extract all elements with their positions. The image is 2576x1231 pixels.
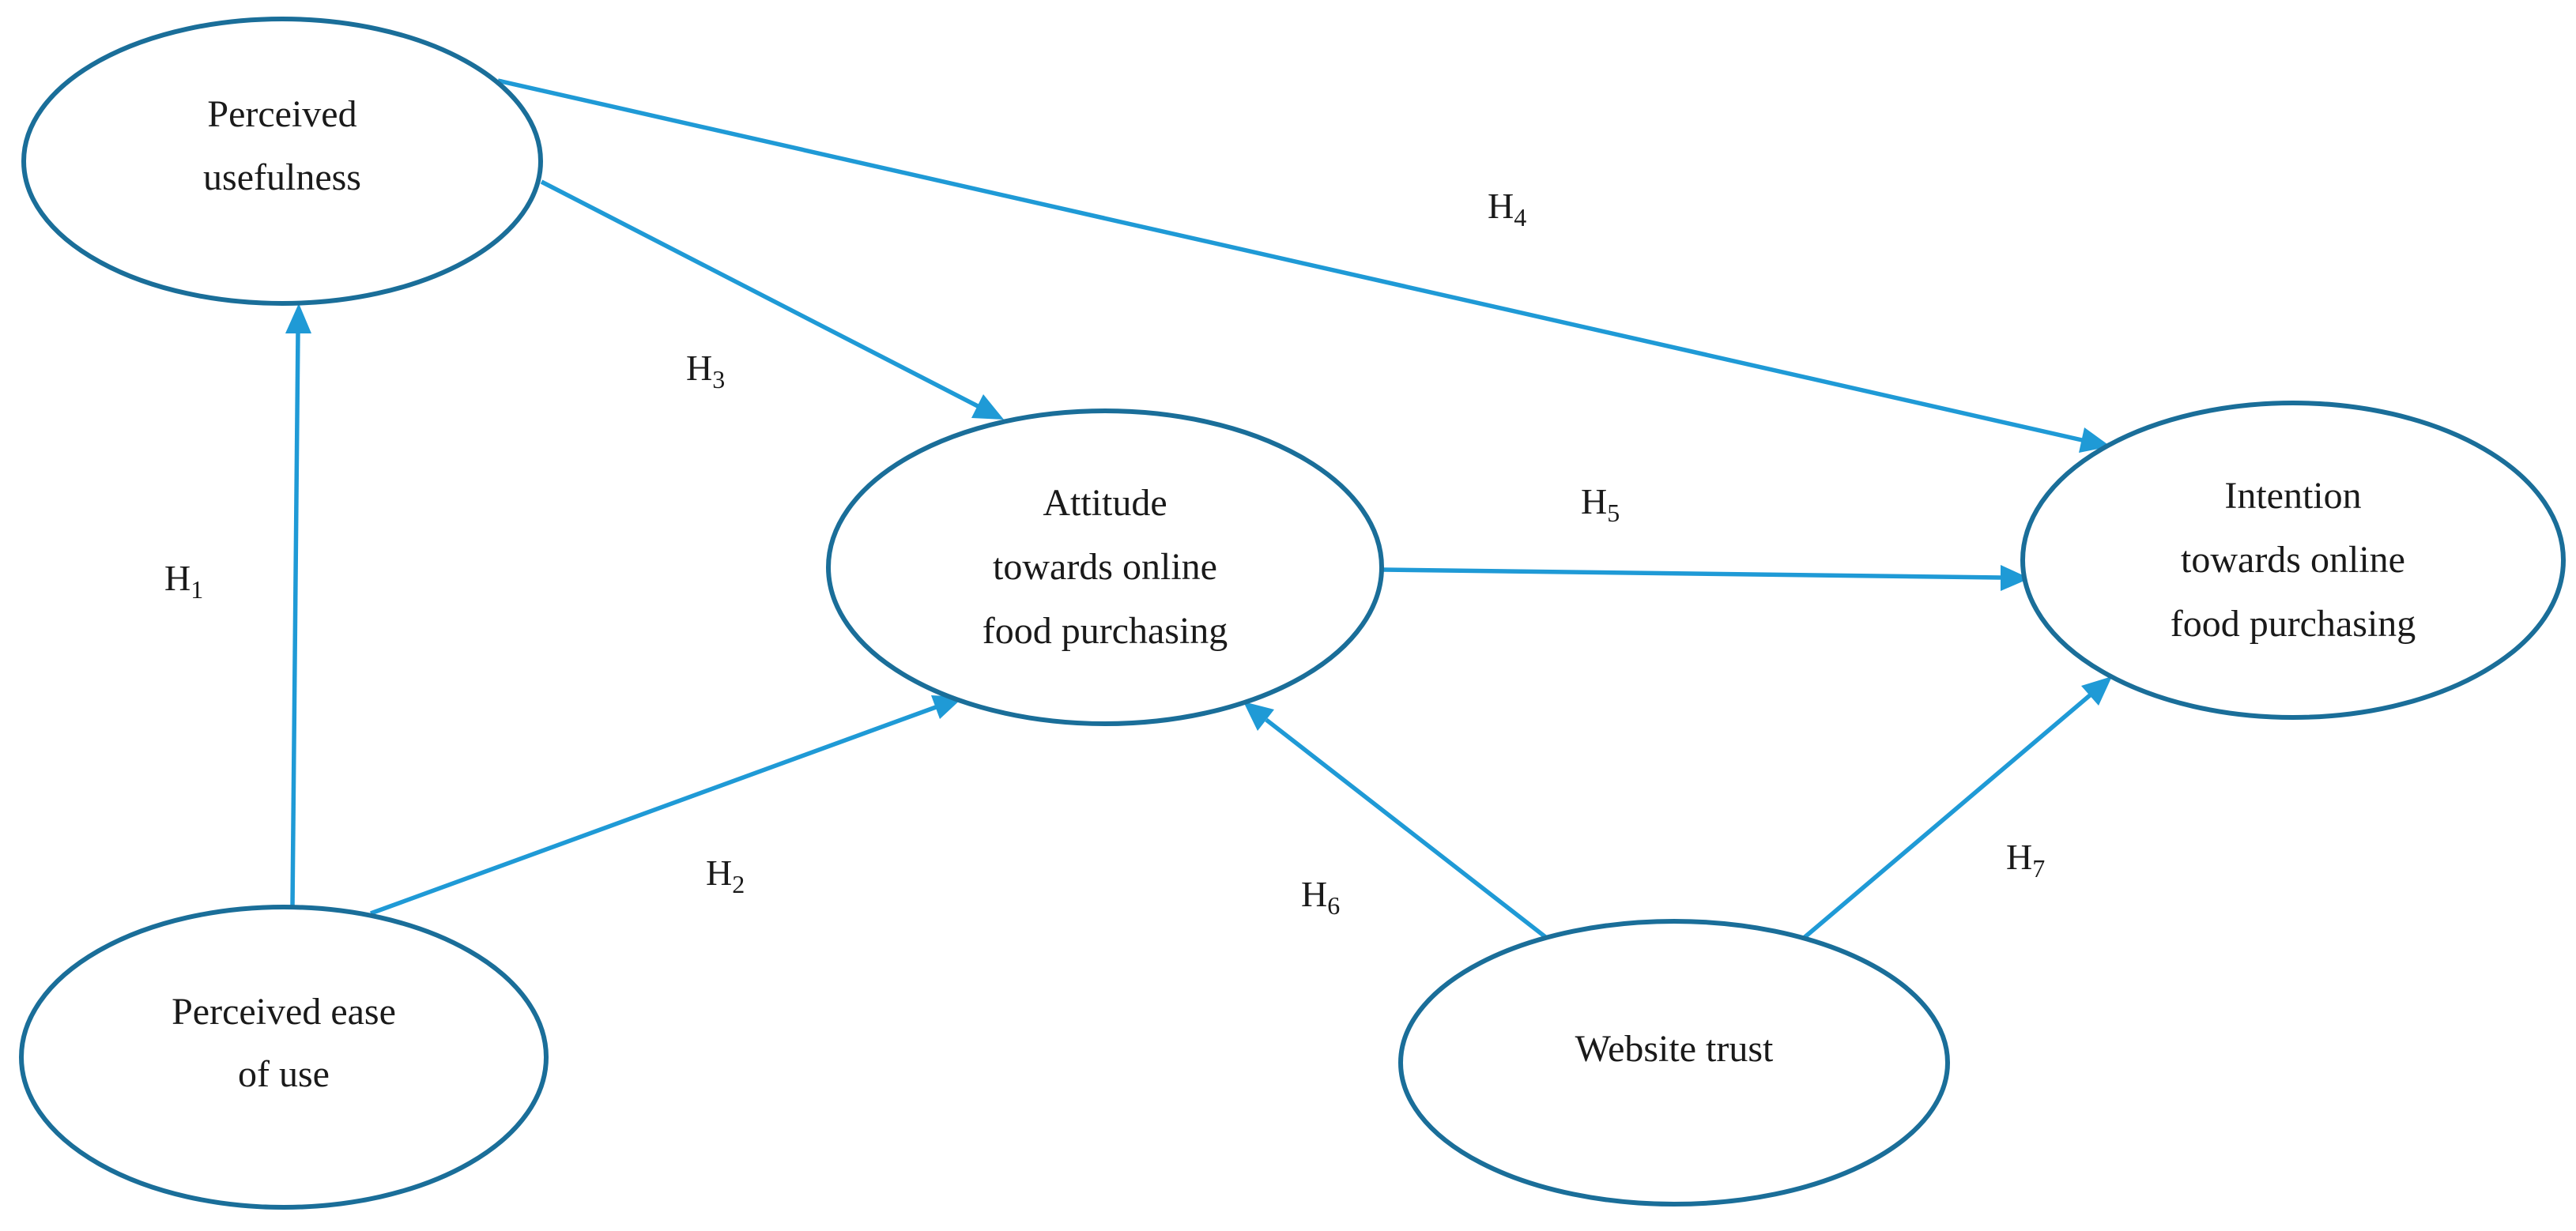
edge-h3-arrow <box>540 179 1004 420</box>
edge-h4-arrow <box>497 78 2110 453</box>
label-h6: H6 <box>1301 874 1340 920</box>
label-h2: H2 <box>706 853 745 898</box>
node-intention-line-2: towards online <box>2181 539 2405 581</box>
node-attitude-line-2: towards online <box>993 546 1217 588</box>
node-intention-line-3: food purchasing <box>2171 603 2416 645</box>
node-attitude: Attitude towards online food purchasing <box>826 408 1384 726</box>
label-h4: H4 <box>1488 186 1526 232</box>
node-intention: Intention towards online food purchasing <box>2020 401 2566 720</box>
edge-h5-arrow <box>1382 565 2030 591</box>
label-h7: H7 <box>2006 837 2045 883</box>
label-h3: H3 <box>686 348 725 393</box>
edge-h6-arrow <box>1243 702 1549 941</box>
node-perceived-usefulness-line-2: usefulness <box>203 156 361 198</box>
node-perceived-ease-of-use-line-1: Perceived ease <box>172 991 396 1033</box>
node-attitude-line-1: Attitude <box>1043 482 1167 524</box>
node-perceived-usefulness-line-1: Perceived <box>207 93 356 135</box>
hypothesis-labels: H1 H2 H3 H4 H5 H6 H7 <box>164 186 2045 920</box>
node-website-trust: Website trust <box>1398 919 1950 1207</box>
edges <box>285 78 2112 941</box>
edge-h7-arrow <box>1801 676 2112 941</box>
label-h1: H1 <box>164 558 203 604</box>
label-h5: H5 <box>1581 481 1620 527</box>
node-perceived-usefulness: Perceived usefulness <box>21 17 543 306</box>
node-perceived-ease-of-use: Perceived ease of use <box>19 905 549 1210</box>
edge-h2-arrow <box>370 695 964 916</box>
node-attitude-line-3: food purchasing <box>983 610 1228 652</box>
node-website-trust-line-1: Website trust <box>1575 1028 1774 1070</box>
node-intention-line-1: Intention <box>2224 475 2361 517</box>
node-perceived-ease-of-use-line-2: of use <box>238 1053 330 1095</box>
edge-h1-arrow <box>285 303 311 908</box>
